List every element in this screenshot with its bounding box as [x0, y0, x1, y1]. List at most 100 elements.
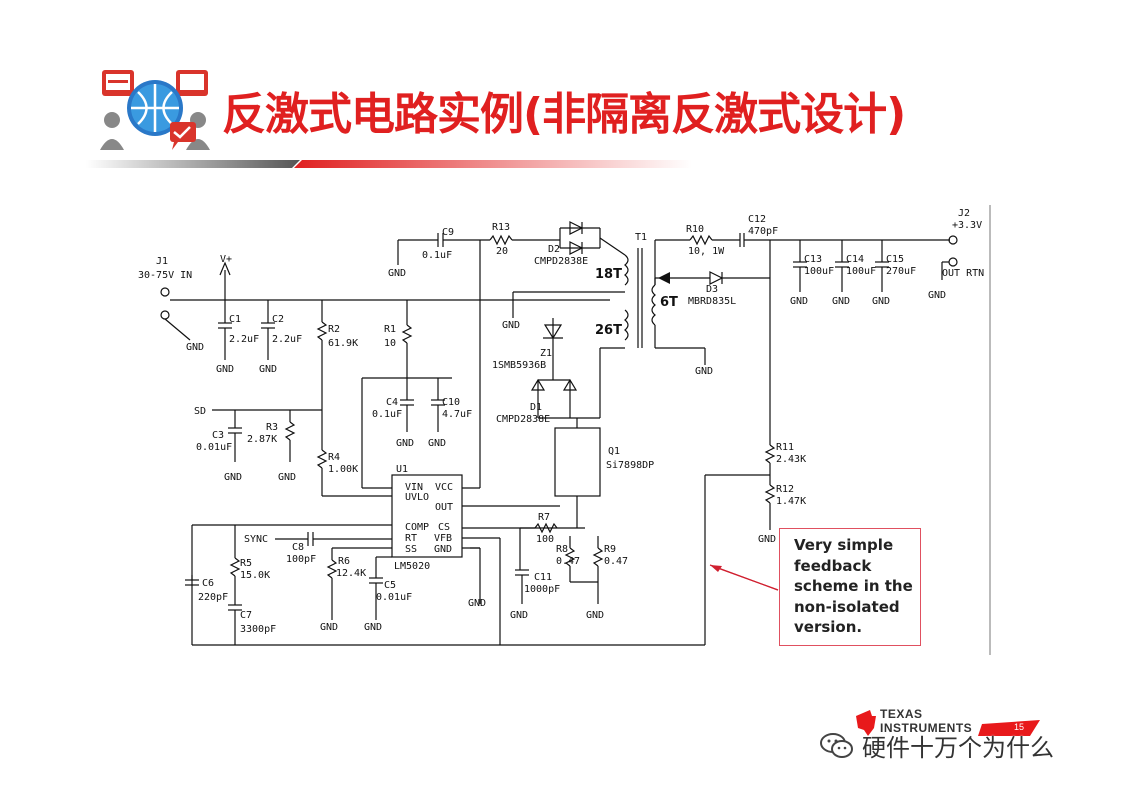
label-c14: C14	[846, 254, 864, 265]
label-j1: J1	[156, 256, 168, 267]
feedback-callout: Very simple feedback scheme in the non-i…	[779, 528, 921, 646]
label-r12: R12	[776, 484, 794, 495]
label-r10: R10	[686, 224, 704, 235]
title-divider	[86, 160, 692, 168]
label-z1-value: 1SMB5936B	[492, 360, 546, 371]
label-r4: R4	[328, 452, 340, 463]
label-gnd-c5: GND	[364, 622, 382, 633]
label-gnd-r12: GND	[758, 534, 776, 545]
label-c2-value: 2.2uF	[272, 334, 302, 345]
label-gnd-c1: GND	[216, 364, 234, 375]
label-r8-value: 0.47	[556, 556, 580, 567]
label-d2: D2	[548, 244, 560, 255]
label-gnd-r6: GND	[320, 622, 338, 633]
watermark-text: 硬件十万个为什么	[862, 734, 1054, 762]
label-pin-vcc: VCC	[435, 482, 453, 493]
label-c3-value: 0.01uF	[196, 442, 232, 453]
label-c12-value: 470pF	[748, 226, 778, 237]
label-pin-gnd: GND	[434, 544, 452, 555]
ti-brand-line1: TEXAS	[880, 707, 923, 721]
label-r11-value: 2.43K	[776, 454, 806, 465]
callout-line: non-isolated	[794, 597, 900, 616]
label-26t: 26T	[595, 323, 622, 338]
ti-brand-line2: INSTRUMENTS	[880, 721, 973, 735]
label-pin-comp: COMP	[405, 522, 429, 533]
label-gnd-c11: GND	[510, 610, 528, 621]
label-q1-value: Si7898DP	[606, 460, 654, 471]
label-c4-value: 0.1uF	[372, 409, 402, 420]
label-z1: Z1	[540, 348, 552, 359]
label-gnd-c3: GND	[224, 472, 242, 483]
label-r8: R8	[556, 544, 568, 555]
label-c3: C3	[212, 430, 224, 441]
label-gnd-c14: GND	[832, 296, 850, 307]
label-r1: R1	[384, 324, 396, 335]
label-r5: R5	[240, 558, 252, 569]
label-gnd-c10: GND	[428, 438, 446, 449]
label-gnd-secondary: GND	[695, 366, 713, 377]
label-gnd-transformer: GND	[502, 320, 520, 331]
label-c12: C12	[748, 214, 766, 225]
ti-brand-text: TEXAS INSTRUMENTS	[880, 707, 972, 735]
callout-text: Very simple feedback scheme in the non-i…	[794, 535, 913, 638]
callout-line: feedback	[794, 556, 872, 575]
label-r12-value: 1.47K	[776, 496, 806, 507]
label-c6: C6	[202, 578, 214, 589]
label-pin-uvlo: UVLO	[405, 492, 429, 503]
label-d1-value: CMPD2838E	[496, 414, 550, 425]
label-gnd-c2: GND	[259, 364, 277, 375]
label-c13-value: 100uF	[804, 266, 834, 277]
label-r1-value: 10	[384, 338, 396, 349]
label-c13: C13	[804, 254, 822, 265]
label-pin-rt: RT	[405, 533, 417, 544]
callout-line: scheme in the	[794, 577, 913, 595]
label-gnd-r9: GND	[586, 610, 604, 621]
label-c10-value: 4.7uF	[442, 409, 472, 420]
label-out-rtn: OUT RTN	[942, 268, 984, 279]
label-t1: T1	[635, 232, 647, 243]
label-r9: R9	[604, 544, 616, 555]
label-u1-value: LM5020	[394, 561, 430, 572]
label-pin-ss: SS	[405, 544, 417, 555]
label-r3: R3	[266, 422, 278, 433]
label-gnd-r3: GND	[278, 472, 296, 483]
label-pin-vfb: VFB	[434, 533, 452, 544]
label-r13: R13	[492, 222, 510, 233]
label-j2: J2	[958, 208, 970, 219]
label-c8-value: 100pF	[286, 554, 316, 565]
label-r6: R6	[338, 556, 350, 567]
label-d3-value: MBRD835L	[688, 296, 736, 307]
label-q1: Q1	[608, 446, 620, 457]
label-r2-value: 61.9K	[328, 338, 358, 349]
label-c15-value: 270uF	[886, 266, 916, 277]
page-title: 反激式电路实例(非隔离反激式设计)	[222, 89, 906, 140]
callout-line: Very simple	[794, 536, 894, 554]
label-r4-value: 1.00K	[328, 464, 358, 475]
label-sync: SYNC	[244, 534, 268, 545]
label-gnd-c15: GND	[872, 296, 890, 307]
label-c1-value: 2.2uF	[229, 334, 259, 345]
label-c15: C15	[886, 254, 904, 265]
label-d3: D3	[706, 284, 718, 295]
label-gnd-j2: GND	[928, 290, 946, 301]
label-r2: R2	[328, 324, 340, 335]
label-sd: SD	[194, 406, 206, 417]
label-d1: D1	[530, 402, 542, 413]
label-r7: R7	[538, 512, 550, 523]
label-pin-cs: CS	[438, 522, 450, 533]
label-c1: C1	[229, 314, 241, 325]
label-c11: C11	[534, 572, 552, 583]
label-r11: R11	[776, 442, 794, 453]
label-gnd-j1: GND	[186, 342, 204, 353]
label-18t: 18T	[595, 267, 622, 282]
label-r10-value: 10, 1W	[688, 246, 725, 257]
label-c6-value: 220pF	[198, 592, 228, 603]
label-gnd-c13: GND	[790, 296, 808, 307]
label-c7: C7	[240, 610, 252, 621]
label-u1: U1	[396, 464, 408, 475]
label-gnd-c4: GND	[396, 438, 414, 449]
label-c4: C4	[386, 397, 398, 408]
texas-instruments-logo	[856, 710, 1040, 736]
label-r7-value: 100	[536, 534, 554, 545]
label-c5-value: 0.01uF	[376, 592, 412, 603]
